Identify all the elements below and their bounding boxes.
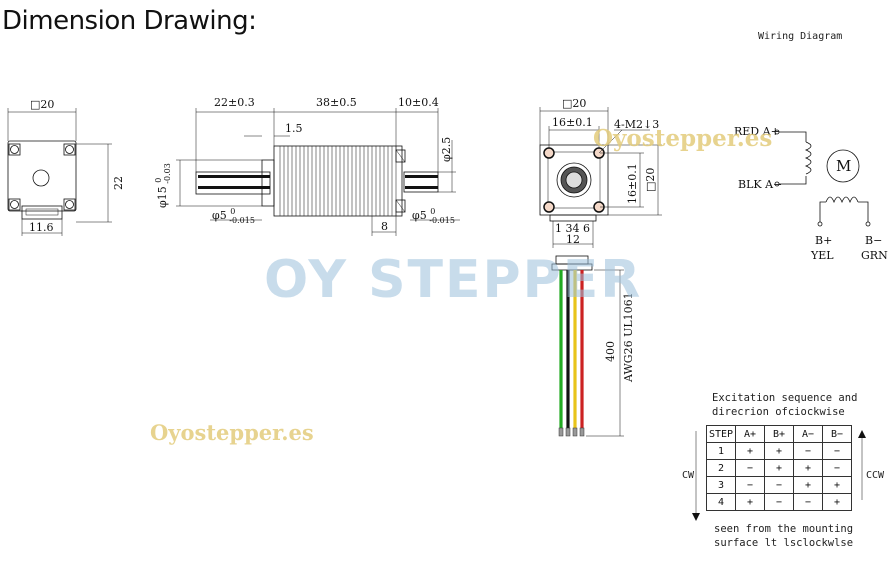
table-cell: +: [793, 476, 823, 494]
side-view: 22±0.3 38±0.5 10±0.4 1.5 φ15 0-0.03 φ5 0…: [154, 96, 460, 236]
sequence-footer-line2: surface lt lsclockwlse: [714, 537, 854, 549]
connector-width-label: 12: [566, 233, 580, 246]
lead-wire-tip: [558, 427, 564, 437]
table-cell: −: [793, 493, 823, 511]
lead-wires: 400 AWG26 UL1061: [551, 255, 635, 437]
table-cell: +: [822, 476, 852, 494]
table-cell: −: [764, 493, 794, 511]
rear-length-dim: 10±0.4: [398, 96, 439, 109]
table-cell: +: [764, 442, 794, 460]
cw-label: CW: [682, 470, 695, 481]
table-cell: 2: [706, 459, 736, 477]
rear-height-dim: □20: [644, 168, 657, 192]
sequence-footer-line1: seen from the mounting: [714, 523, 854, 535]
table-cell: +: [735, 442, 765, 460]
sequence-footer: seen from the mounting surface lt lscloc…: [714, 522, 853, 550]
mount-holes-spec: 4-M2↓3: [614, 118, 659, 131]
wiring-diagram: RED A+ BLK A− M B+ YEL B− GRN: [734, 125, 888, 262]
step-dim: 1.5: [285, 122, 303, 135]
rear-diameter-dim: φ2.5: [440, 137, 453, 162]
table-cell: +: [735, 493, 765, 511]
wire-red-label: RED A+: [734, 125, 780, 138]
table-cell: 4: [706, 493, 736, 511]
connector-pins-label: 1 34 6: [555, 222, 590, 235]
header-b-minus: B−: [822, 425, 852, 443]
header-step: STEP: [706, 425, 736, 443]
header-a-plus: A+: [735, 425, 765, 443]
sequence-title: Excitation sequence and direcrion ofcioc…: [712, 391, 857, 419]
table-header-row: STEP A+ B+ A− B−: [706, 425, 852, 443]
lead-wire-tip: [579, 427, 585, 437]
motor-symbol-label: M: [836, 157, 851, 175]
table-cell: +: [793, 459, 823, 477]
excitation-sequence-table: STEP A+ B+ A− B− 1 + + − − 2 − + + − 3 −…: [706, 425, 852, 511]
front-mount-screws: [8, 143, 76, 211]
lead-length-dim: 400: [604, 341, 617, 362]
table-cell: −: [735, 459, 765, 477]
ccw-label: CCW: [866, 470, 885, 481]
front-shaft-dim: φ5 0-0.015: [212, 207, 255, 225]
lead-wire-tip: [572, 427, 578, 437]
table-cell: 1: [706, 442, 736, 460]
sequence-title-line1: Excitation sequence and: [712, 392, 858, 404]
table-cell: +: [764, 459, 794, 477]
table-row: 2 − + + −: [706, 459, 852, 477]
wire-yel-label: YEL: [810, 249, 834, 262]
rear-shaft-dim: φ5 0-0.015: [412, 207, 455, 225]
hole-spacing-dim: 16±0.1: [552, 116, 593, 129]
wire-b-minus-label: B−: [865, 234, 882, 247]
motor-symbol-icon: [826, 149, 860, 183]
rear-view: □20 16±0.1 4-M2↓3 16±0.1 □20 1 34 6 12: [539, 97, 662, 248]
header-a-minus: A−: [793, 425, 823, 443]
direction-arrows: [692, 430, 866, 521]
table-cell: +: [822, 493, 852, 511]
wire-b-plus-label: B+: [815, 234, 832, 247]
table-cell: 3: [706, 476, 736, 494]
front-height-dim: 22: [112, 176, 125, 190]
wiring-diagram-title: Wiring Diagram: [758, 31, 843, 42]
watermark-site-left: Oyostepper.es: [150, 420, 314, 445]
lead-wire-tip: [565, 427, 571, 437]
sequence-title-line2: direcrion ofciockwise: [712, 406, 845, 418]
table-row: 3 − − + +: [706, 476, 852, 494]
header-b-plus: B+: [764, 425, 794, 443]
front-length-dim: 22±0.3: [214, 96, 255, 109]
cable-spec-label: AWG26 UL1061: [622, 292, 635, 383]
boss-diameter-dim: φ15 0-0.03: [154, 163, 172, 208]
connector-width-dim: 11.6: [29, 221, 54, 234]
table-cell: −: [822, 459, 852, 477]
watermark-site-top: Oyostepper.es: [593, 125, 773, 152]
watermark-logo: OY STEPPER: [264, 250, 643, 310]
body-length-dim: 38±0.5: [316, 96, 357, 109]
rear-cap-length-dim: 8: [381, 220, 388, 233]
motor-body-fins: [279, 146, 397, 216]
table-row: 4 + − − +: [706, 493, 852, 511]
page-title: Dimension Drawing:: [2, 6, 257, 36]
table-cell: −: [735, 476, 765, 494]
front-view: □20 22 11.6: [7, 98, 125, 236]
table-cell: −: [764, 476, 794, 494]
rear-width-dim: □20: [562, 97, 586, 110]
table-row: 1 + + − −: [706, 442, 852, 460]
wire-blk-label: BLK A−: [738, 178, 782, 191]
front-width-dim: □20: [30, 98, 54, 111]
table-cell: −: [793, 442, 823, 460]
hole-spacing-v-dim: 16±0.1: [626, 163, 639, 204]
table-cell: −: [822, 442, 852, 460]
wire-grn-label: GRN: [861, 249, 888, 262]
